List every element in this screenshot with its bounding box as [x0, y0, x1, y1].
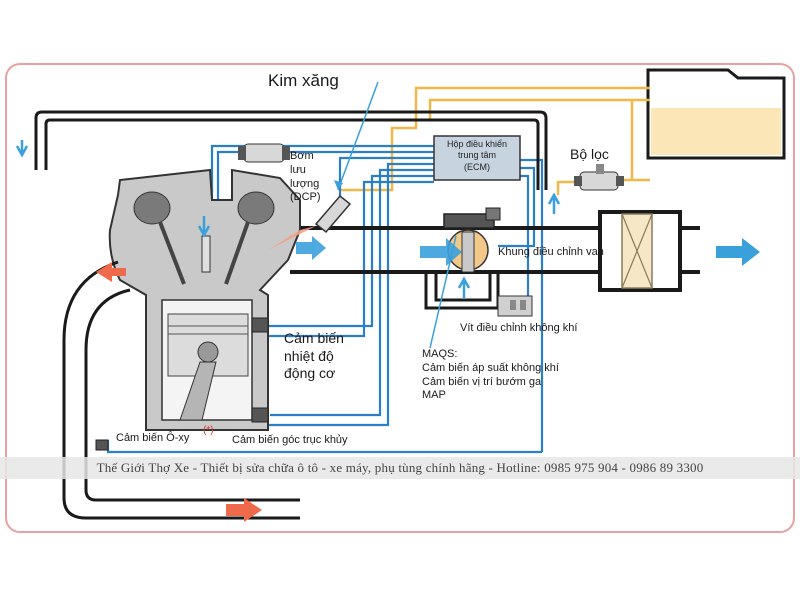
label-engine-temp-sensor: Cảm biến nhiệt độ động cơ [284, 330, 344, 383]
air-filter [621, 213, 653, 289]
maqs-leader [429, 235, 457, 349]
label-crank-angle-sensor: Cảm biến góc trục khủy [232, 434, 348, 446]
watermark-text: Thế Giới Thợ Xe - Thiết bị sửa chữa ô tô… [96, 460, 704, 475]
intake-air-arrow [420, 238, 462, 266]
label-oxygen-sensor: Cảm biến Ô-xy [116, 432, 190, 444]
ecm-line-2: trung tâm [457, 150, 497, 161]
exhaust-arrow-top [96, 262, 126, 282]
maqs-line-3: Cảm biến vị trí bướm ga [422, 375, 542, 388]
ecm-line-1: Hộp điều khiển [446, 139, 508, 149]
label-khung-dieu-chinh-van: Khung điều chỉnh van [498, 246, 604, 258]
crank-angle-sensor [251, 407, 269, 423]
flow-pump-line-2: lưu [290, 163, 306, 176]
engine-temp-line-1: Cảm biến [284, 330, 344, 346]
label-kim-xang: Kim xăng [268, 71, 339, 90]
engine-temp-line-3: động cơ [284, 365, 336, 381]
label-bo-loc: Bộ lọc [570, 146, 609, 162]
label-vit-dieu-chinh: Vít điều chỉnh không khí [460, 322, 578, 334]
oxygen-sensor-marker: (*) [203, 425, 214, 436]
maqs-line-2: Cảm biến áp suất không khí [422, 361, 559, 374]
diagram-frame [5, 63, 795, 533]
ecm-box [433, 135, 521, 181]
fuel-tank [646, 68, 786, 160]
air-adjust-screw [497, 295, 533, 317]
exhaust-pipe [62, 260, 300, 520]
signal-wires [106, 144, 544, 454]
label-maqs: MAQS: Cảm biến áp suất không khí Cảm biế… [422, 348, 559, 403]
maqs-line-4: MAP [422, 389, 446, 402]
label-ecm: Hộp điều khiển trung tâm (ECM) [436, 139, 518, 173]
return-pipe [34, 110, 548, 190]
intake-air-arrow-2 [296, 236, 326, 260]
maqs-line-1: MAQS: [422, 348, 458, 360]
kim-xang-leader-arrow [334, 180, 343, 190]
throttle-body [443, 207, 501, 273]
flow-pump-line-4: (DCP) [290, 191, 321, 204]
bypass-air-pipe [424, 272, 500, 310]
injector [268, 194, 352, 250]
exhaust-arrow-bottom [226, 498, 262, 522]
flow-pump [238, 143, 290, 163]
flow-pump-line-1: Bơm [290, 150, 314, 162]
engine-block [108, 168, 301, 431]
fuel-filter [574, 164, 624, 191]
ecm-line-3: (ECM) [464, 161, 490, 172]
engine-temp-line-2: nhiệt độ [284, 347, 334, 364]
flow-arrows [15, 140, 760, 522]
engine-temp-sensor [251, 317, 269, 333]
watermark-bar: Thế Giới Thợ Xe - Thiết bị sửa chữa ô tô… [0, 457, 800, 479]
oxygen-sensor [95, 439, 109, 451]
intake-manifold [290, 210, 700, 292]
kim-xang-leader [337, 81, 379, 191]
air-inlet-arrow [716, 238, 760, 266]
flow-pump-line-3: lượng [290, 177, 320, 190]
label-flow-pump: Bơm lưu lượng (DCP) [290, 150, 321, 205]
